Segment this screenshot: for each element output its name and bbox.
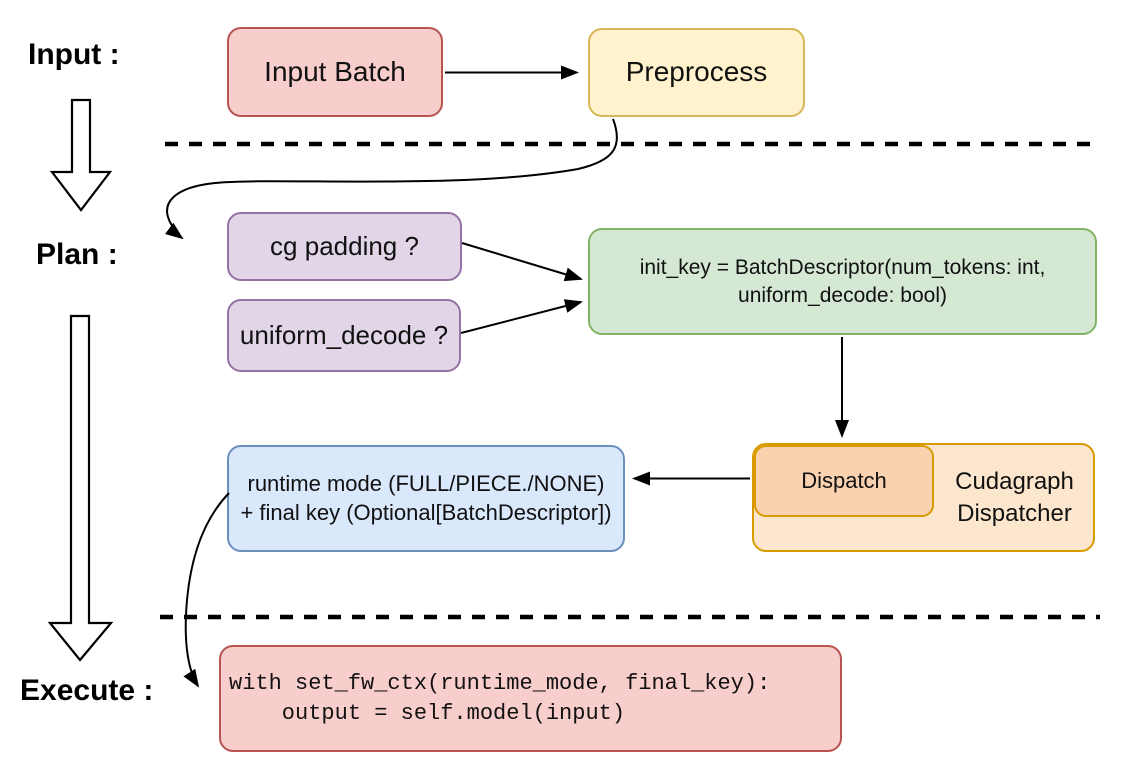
input-batch-node: Input Batch xyxy=(227,27,443,117)
dispatch-label: Dispatch xyxy=(801,467,887,493)
uniform-decode-node: uniform_decode ? xyxy=(227,299,461,372)
runtime-mode-node: runtime mode (FULL/PIECE./NONE) + final … xyxy=(227,445,625,552)
down-arrow-icon-plan-to-execute xyxy=(47,314,114,662)
input-batch-label: Input Batch xyxy=(264,55,406,87)
init-key-line1: init_key = BatchDescriptor(num_tokens: i… xyxy=(639,256,1046,280)
init-key-line2: uniform_decode: bool) xyxy=(738,283,947,307)
execute-section-label: Execute : xyxy=(20,674,154,707)
arrow-uniform-decode-to-init-key xyxy=(460,299,583,334)
down-arrow-icon-input-to-plan xyxy=(49,98,113,212)
input-section-label: Input : xyxy=(28,38,120,71)
runtime-mode-line2: + final key (Optional[BatchDescriptor]) xyxy=(240,499,612,525)
cg-padding-label: cg padding ? xyxy=(270,230,419,261)
cg-padding-node: cg padding ? xyxy=(227,212,462,281)
execute-code-node: with set_fw_ctx(runtime_mode, final_key)… xyxy=(219,645,842,752)
code-line2: output = self.model(input) xyxy=(229,700,626,726)
cudagraph-dispatcher-label: Cudagraph Dispatcher xyxy=(936,445,1093,550)
init-key-node: init_key = BatchDescriptor(num_tokens: i… xyxy=(588,228,1097,335)
runtime-mode-line1: runtime mode (FULL/PIECE./NONE) xyxy=(247,470,605,496)
cudagraph-dispatcher-node: Dispatch Cudagraph Dispatcher xyxy=(752,443,1095,552)
cudagraph-label-line1: Cudagraph xyxy=(955,468,1074,496)
plan-section-label: Plan : xyxy=(36,238,118,271)
preprocess-label: Preprocess xyxy=(625,56,768,88)
preprocess-node: Preprocess xyxy=(588,28,805,117)
uniform-decode-label: uniform_decode ? xyxy=(239,319,449,350)
cudagraph-label-line2: Dispatcher xyxy=(957,499,1072,527)
code-line1: with set_fw_ctx(runtime_mode, final_key)… xyxy=(229,670,771,696)
arrow-cg-padding-to-init-key xyxy=(461,242,583,282)
dispatch-node: Dispatch xyxy=(754,445,934,517)
